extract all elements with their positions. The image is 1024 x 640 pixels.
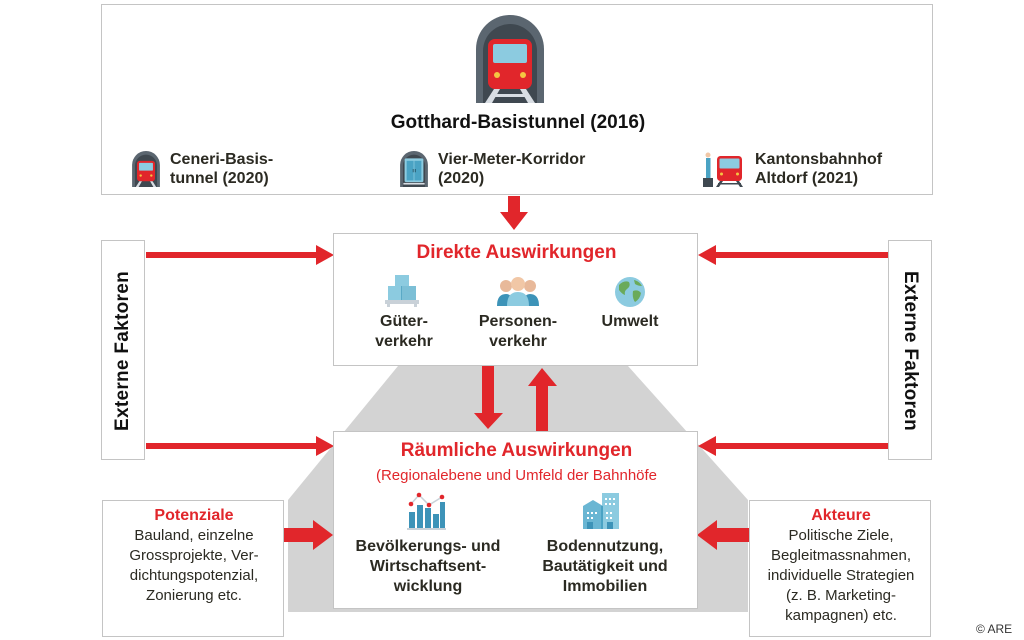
impact-population-economy: Bevölkerungs- und Wirtschaftsent- wicklu… bbox=[340, 537, 516, 597]
project-korridor-line1: Vier-Meter-Korridor bbox=[438, 151, 586, 168]
impact-population-line3: wicklung bbox=[393, 578, 463, 595]
globe-icon bbox=[615, 277, 645, 307]
potentials-box: Potenziale Bauland, einzelne Grossprojek… bbox=[102, 500, 284, 637]
freight-tunnel-icon bbox=[400, 151, 428, 187]
potentials-title: Potenziale bbox=[154, 507, 234, 524]
impact-passenger-line2: verkehr bbox=[489, 333, 547, 350]
actors-description: Politische Ziele, Begleitmassnahmen, ind… bbox=[750, 526, 932, 626]
impact-freight-line1: Güter- bbox=[380, 313, 428, 330]
potentials-line: Bauland, einzelne bbox=[134, 527, 254, 544]
projects-box: Gotthard-Basistunnel (2016) Ceneri-Basis… bbox=[101, 4, 933, 195]
impact-land-use-line3: Immobilien bbox=[562, 578, 648, 595]
impact-population-line2: Wirtschaftsent- bbox=[369, 558, 487, 575]
project-ceneri-line2: tunnel (2020) bbox=[170, 170, 269, 187]
actors-title: Akteure bbox=[811, 507, 871, 524]
train-station-icon bbox=[703, 152, 743, 187]
impact-freight-line2: verkehr bbox=[375, 333, 433, 350]
bar-chart-icon bbox=[407, 492, 446, 530]
boxes-icon bbox=[385, 275, 419, 307]
arrow-potentials-to-spatial bbox=[283, 520, 333, 550]
arrow-external-right-to-direct bbox=[698, 245, 888, 265]
impact-passenger: Personen- verkehr bbox=[466, 312, 570, 352]
copyright-label: © ARE bbox=[976, 622, 1013, 636]
arrow-actors-to-spatial bbox=[697, 520, 749, 550]
impact-land-use: Bodennutzung, Bautätigkeit und Immobilie… bbox=[520, 537, 690, 597]
arrow-external-right-to-spatial bbox=[698, 436, 888, 456]
project-kantonsbahnhof-line1: Kantonsbahnhof bbox=[755, 151, 883, 168]
external-factors-left-box: Externe Faktoren bbox=[101, 240, 145, 460]
actors-box: Akteure Politische Ziele, Begleitmassnah… bbox=[749, 500, 931, 637]
actors-line: individuelle Strategien bbox=[767, 567, 915, 584]
project-kantonsbahnhof-line2: Altdorf (2021) bbox=[755, 170, 859, 187]
potentials-line: Zonierung etc. bbox=[146, 587, 242, 604]
external-factors-right-label: Externe Faktoren bbox=[900, 270, 921, 432]
impact-environment: Umwelt bbox=[601, 313, 659, 330]
direct-impacts-title: Direkte Auswirkungen bbox=[416, 242, 617, 263]
actors-line: (z. B. Marketing- bbox=[785, 587, 897, 604]
project-korridor-line2: (2020) bbox=[438, 170, 485, 187]
arrow-projects-to-direct bbox=[500, 196, 528, 230]
potentials-line: dichtungspotenzial, bbox=[129, 567, 259, 584]
main-project-title: Gotthard-Basistunnel (2016) bbox=[390, 112, 646, 133]
impact-passenger-line1: Personen- bbox=[478, 313, 558, 330]
actors-line: Begleitmassnahmen, bbox=[770, 547, 912, 564]
arrow-external-left-to-direct bbox=[146, 245, 334, 265]
external-factors-right-box: Externe Faktoren bbox=[888, 240, 932, 460]
spatial-impacts-subtitle: (Regionalebene und Umfeld der Bahnhöfe bbox=[375, 467, 658, 484]
train-tunnel-icon bbox=[476, 15, 544, 103]
external-factors-left-label: Externe Faktoren bbox=[112, 270, 133, 432]
arrow-spatial-to-direct bbox=[528, 368, 557, 432]
actors-line: kampagnen) etc. bbox=[785, 607, 897, 624]
impact-population-line1: Bevölkerungs- und bbox=[355, 538, 501, 555]
impact-land-use-line1: Bodennutzung, bbox=[546, 538, 664, 555]
project-kantonsbahnhof: Kantonsbahnhof Altdorf (2021) bbox=[703, 150, 882, 188]
buildings-icon bbox=[583, 493, 619, 529]
project-ceneri: Ceneri-Basis- tunnel (2020) bbox=[130, 150, 273, 188]
train-tunnel-icon bbox=[132, 151, 160, 187]
potentials-description: Bauland, einzelne Grossprojekte, Ver- di… bbox=[103, 526, 285, 606]
arrow-direct-to-spatial bbox=[474, 366, 503, 429]
spatial-impacts-title: Räumliche Auswirkungen bbox=[400, 440, 633, 461]
impact-freight: Güter- verkehr bbox=[354, 312, 454, 352]
people-icon bbox=[497, 277, 539, 306]
impact-land-use-line2: Bautätigkeit und bbox=[542, 558, 668, 575]
spatial-impacts-box: Räumliche Auswirkungen (Regionalebene un… bbox=[333, 431, 698, 609]
project-vier-meter-korridor: Vier-Meter-Korridor (2020) bbox=[398, 150, 585, 188]
potentials-line: Grossprojekte, Ver- bbox=[129, 547, 259, 564]
direct-impacts-box: Direkte Auswirkungen Güter- verkehr Pers… bbox=[333, 233, 698, 366]
project-ceneri-line1: Ceneri-Basis- bbox=[170, 151, 274, 168]
arrow-external-left-to-spatial bbox=[146, 436, 334, 456]
actors-line: Politische Ziele, bbox=[788, 527, 894, 544]
